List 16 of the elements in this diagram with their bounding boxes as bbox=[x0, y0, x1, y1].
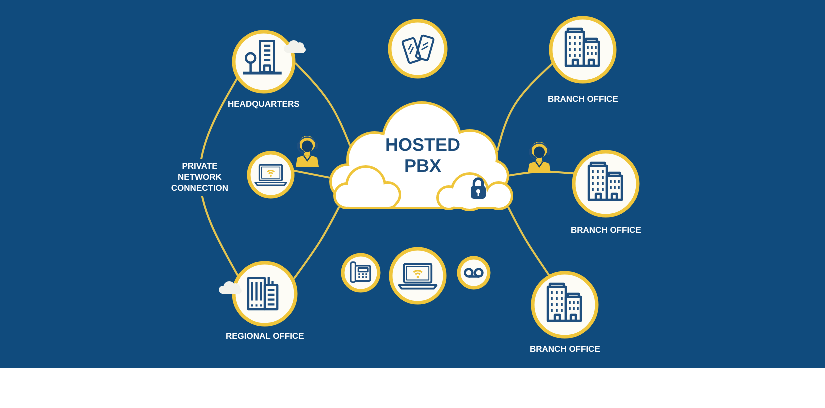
connector-line bbox=[293, 206, 340, 280]
cloud-title: HOSTED PBX bbox=[384, 135, 462, 177]
voicemail-icon bbox=[457, 256, 491, 290]
connector-line bbox=[507, 206, 550, 276]
connector-line bbox=[496, 63, 554, 152]
node-label: HEADQUARTERS bbox=[228, 99, 300, 109]
node-label: BRANCH OFFICE bbox=[530, 344, 600, 354]
laptop-wifi-icon bbox=[389, 247, 447, 305]
edge-label: PRIVATE NETWORK CONNECTION bbox=[169, 158, 231, 196]
connector-line bbox=[294, 170, 330, 179]
node-label: BRANCH OFFICE bbox=[571, 225, 642, 235]
connector-line bbox=[509, 170, 574, 177]
node-label: BRANCH OFFICE bbox=[548, 94, 618, 104]
connector-line bbox=[294, 62, 352, 146]
smartphones-icon bbox=[388, 19, 448, 79]
node-label: REGIONAL OFFICE bbox=[226, 331, 304, 341]
